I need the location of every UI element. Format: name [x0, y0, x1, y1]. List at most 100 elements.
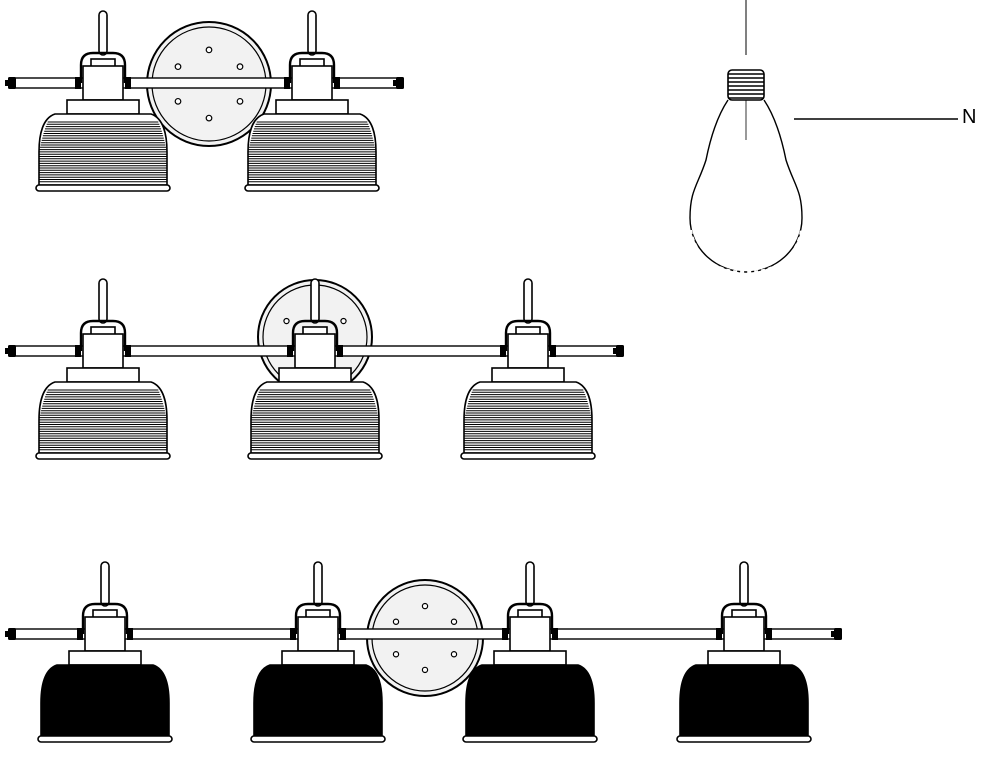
bulb-dash — [690, 229, 802, 274]
end-cap — [8, 345, 16, 357]
three-light-vanity — [5, 278, 624, 460]
end-cap — [834, 628, 842, 640]
bulb-glass — [689, 99, 803, 273]
shade-collar — [68, 650, 142, 666]
side-knob — [75, 77, 81, 89]
backplate-screw — [205, 46, 213, 54]
yoke — [288, 51, 336, 83]
light-bulb — [689, 0, 958, 274]
stem — [100, 561, 110, 607]
shade-collar — [275, 99, 349, 115]
yoke — [291, 319, 339, 351]
shade-collar — [278, 367, 352, 383]
callout-label-n: N — [962, 106, 977, 128]
backplate-screw — [392, 651, 400, 658]
side-knob — [716, 628, 722, 640]
side-knob — [290, 628, 296, 640]
socket-housing — [84, 616, 126, 652]
shade-lip — [247, 452, 383, 460]
yoke — [720, 602, 768, 634]
end-cap-tip — [5, 348, 8, 354]
stem — [739, 561, 749, 607]
stem — [525, 561, 535, 607]
shade-lip — [37, 735, 173, 743]
shade-lip — [460, 452, 596, 460]
side-knob — [284, 77, 290, 89]
side-knob — [550, 345, 556, 357]
shade-lip — [35, 452, 171, 460]
side-knob — [127, 628, 133, 640]
arm-bar — [11, 628, 839, 640]
backplate-screw — [236, 97, 244, 105]
backplate-screw — [205, 114, 213, 122]
socket-housing — [723, 616, 765, 652]
backplate-screw — [236, 63, 244, 71]
stem — [313, 561, 323, 607]
side-knob — [125, 345, 131, 357]
shade-collar — [66, 367, 140, 383]
yoke — [81, 602, 129, 634]
arm-bar — [11, 77, 401, 89]
socket-housing — [82, 65, 124, 101]
backplate-screw — [174, 63, 182, 71]
shade-solid — [253, 664, 383, 737]
side-knob — [500, 345, 506, 357]
yoke — [79, 319, 127, 351]
shade-lip — [462, 735, 598, 743]
end-cap-tip — [613, 348, 616, 354]
shade-collar — [281, 650, 355, 666]
backplate-screw — [421, 666, 429, 674]
end-cap-tip — [831, 631, 834, 637]
side-knob — [287, 345, 293, 357]
backplate-screw — [283, 317, 290, 325]
stem — [310, 278, 320, 324]
socket-housing — [297, 616, 339, 652]
stem — [98, 278, 108, 324]
end-cap-tip — [393, 80, 396, 86]
stem — [523, 278, 533, 324]
socket-housing — [291, 65, 333, 101]
end-cap — [8, 628, 16, 640]
yoke — [506, 602, 554, 634]
yoke — [504, 319, 552, 351]
side-knob — [77, 628, 83, 640]
socket-housing — [294, 333, 336, 369]
shade-collar — [707, 650, 781, 666]
shade-lip — [244, 184, 380, 192]
side-knob — [125, 77, 131, 89]
end-cap-tip — [5, 80, 8, 86]
shade-collar — [66, 99, 140, 115]
shade-solid — [465, 664, 595, 737]
shade-lip — [676, 735, 812, 743]
backplate-screw — [421, 602, 429, 610]
stem — [307, 10, 317, 56]
side-knob — [340, 628, 346, 640]
side-knob — [502, 628, 508, 640]
backplate-screw — [174, 97, 182, 105]
side-knob — [75, 345, 81, 357]
end-cap — [616, 345, 624, 357]
side-knob — [552, 628, 558, 640]
shade-collar — [493, 650, 567, 666]
shade-collar — [491, 367, 565, 383]
backplate-screw — [450, 618, 458, 625]
stem — [98, 10, 108, 56]
yoke — [79, 51, 127, 83]
side-knob — [334, 77, 340, 89]
socket-housing — [507, 333, 549, 369]
shade-lip — [35, 184, 171, 192]
end-cap — [396, 77, 404, 89]
four-light-vanity — [5, 561, 842, 743]
socket-housing — [509, 616, 551, 652]
side-knob — [337, 345, 343, 357]
shade-solid — [40, 664, 170, 737]
backplate-screw — [340, 317, 347, 325]
two-light-vanity — [5, 10, 404, 192]
end-cap — [8, 77, 16, 89]
end-cap-tip — [5, 631, 8, 637]
shade-lip — [250, 735, 386, 743]
yoke — [294, 602, 342, 634]
socket-housing — [82, 333, 124, 369]
side-knob — [766, 628, 772, 640]
